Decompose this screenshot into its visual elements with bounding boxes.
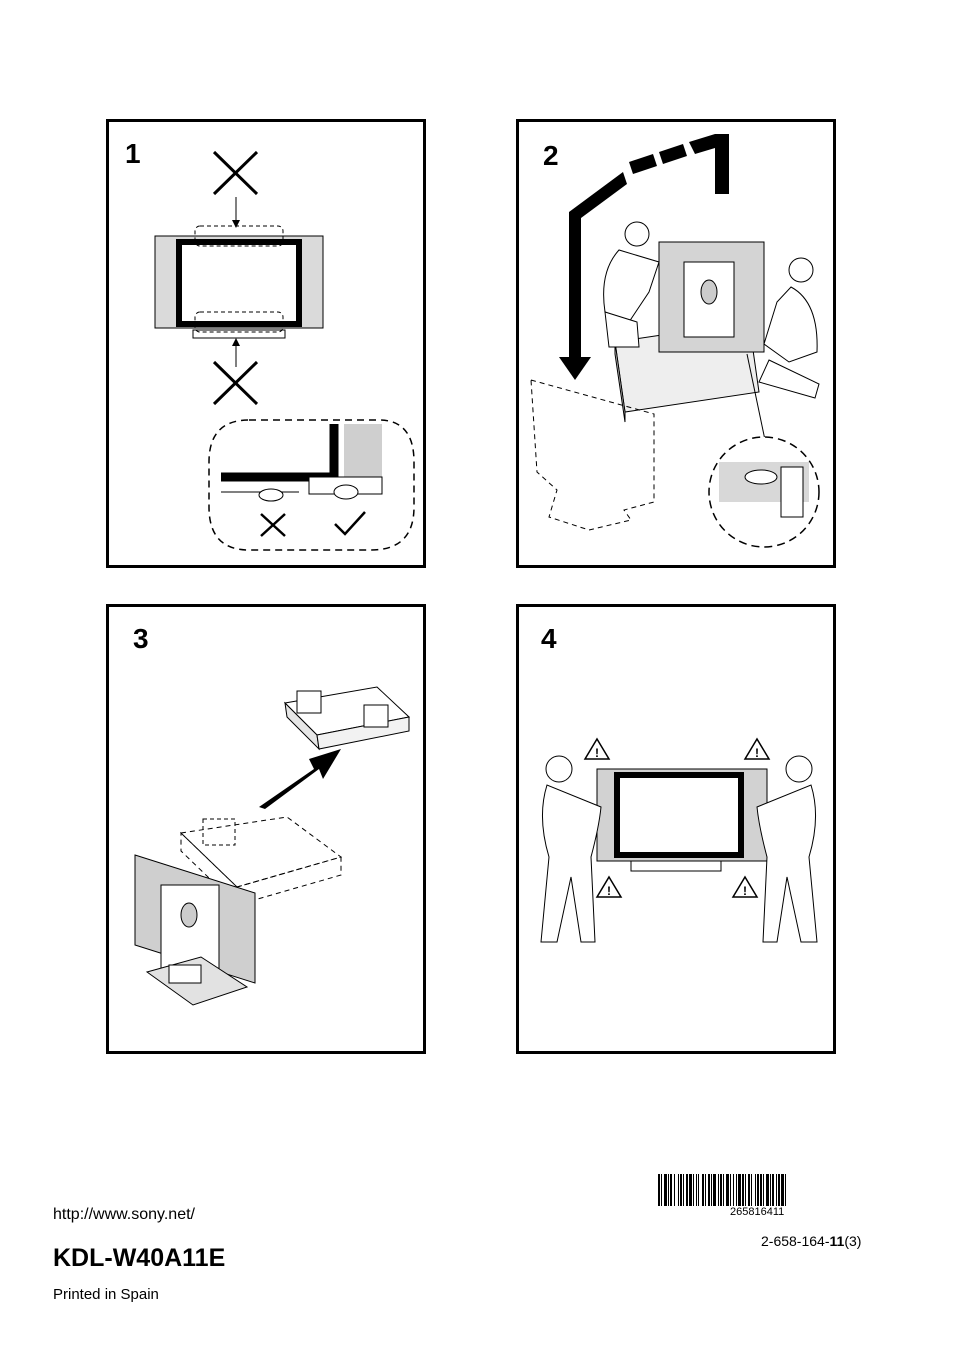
- barcode-bar: [748, 1174, 750, 1206]
- barcode-bar: [763, 1174, 764, 1206]
- barcode-bar: [689, 1174, 692, 1206]
- svg-text:!: !: [595, 746, 599, 760]
- barcode-number: 265816411: [730, 1206, 785, 1218]
- barcode-bar: [698, 1174, 699, 1206]
- barcode-bar: [781, 1174, 784, 1206]
- illustration-place-on-cushion: [134, 686, 411, 1006]
- svg-text:!: !: [607, 884, 611, 898]
- warning-triangle-icon: !: [743, 737, 771, 760]
- warning-triangle-icon: !: [583, 737, 611, 760]
- part-number-suffix: (3): [844, 1233, 862, 1249]
- svg-text:!: !: [743, 884, 747, 898]
- barcode-bar: [670, 1174, 672, 1206]
- x-mark-icon: [212, 150, 259, 196]
- printed-in-label: Printed in Spain: [53, 1286, 159, 1303]
- barcode-bar: [680, 1174, 682, 1206]
- barcode-bar: [770, 1174, 771, 1206]
- barcode-bar: [755, 1174, 756, 1206]
- barcode-bar: [686, 1174, 688, 1206]
- barcode-bar: [678, 1174, 679, 1206]
- barcode-bar: [713, 1174, 716, 1206]
- barcode-bar: [708, 1174, 710, 1206]
- barcode-bar: [751, 1174, 752, 1206]
- barcode-bar: [742, 1174, 744, 1206]
- step-number: 3: [133, 623, 149, 654]
- barcode-bar: [736, 1174, 737, 1206]
- barcode-bar: [766, 1174, 769, 1206]
- panel-step-3: 3: [106, 604, 426, 1054]
- part-number: 2-658-164-11(3): [761, 1233, 861, 1249]
- barcode-bar: [658, 1174, 660, 1206]
- illustration-carry-tv: ! ! ! !: [540, 737, 818, 943]
- barcode-bar: [664, 1174, 667, 1206]
- warning-triangle-icon: !: [595, 875, 623, 898]
- barcode-bar: [720, 1174, 722, 1206]
- website-url: http://www.sony.net/: [53, 1206, 195, 1223]
- barcode-bar: [760, 1174, 762, 1206]
- barcode-bar: [733, 1174, 734, 1206]
- check-mark-icon: [334, 511, 366, 536]
- barcode-bar: [705, 1174, 706, 1206]
- barcode-bar: [776, 1174, 777, 1206]
- barcode-bar: [668, 1174, 669, 1206]
- barcode-bar: [723, 1174, 724, 1206]
- step-number: 4: [541, 623, 557, 654]
- barcode-bar: [772, 1174, 774, 1206]
- barcode-bar: [745, 1174, 746, 1206]
- part-number-prefix: 2-658-164-: [761, 1233, 830, 1249]
- svg-text:!: !: [755, 746, 759, 760]
- illustration-tv-grip: [154, 150, 415, 551]
- barcode-bar: [785, 1174, 786, 1206]
- barcode-bar: [711, 1174, 712, 1206]
- barcode-bar: [702, 1174, 704, 1206]
- warning-triangle-icon: !: [731, 875, 759, 898]
- barcode-bar: [778, 1174, 780, 1206]
- arrow-icon: [559, 134, 729, 380]
- barcode-bar: [674, 1174, 675, 1206]
- part-number-bold: 11: [829, 1233, 845, 1249]
- barcode-bar: [738, 1174, 741, 1206]
- barcode-bar: [683, 1174, 684, 1206]
- x-mark-icon: [260, 513, 286, 537]
- barcode-bar: [718, 1174, 719, 1206]
- barcode-bar: [757, 1174, 759, 1206]
- step-number: 1: [125, 138, 141, 169]
- model-number: KDL-W40A11E: [53, 1244, 226, 1272]
- barcode-bar: [730, 1174, 731, 1206]
- barcode-image: [658, 1174, 786, 1206]
- panel-step-4: ! ! ! ! 4: [516, 604, 836, 1054]
- barcode-bar: [726, 1174, 729, 1206]
- panel-step-2: 2: [516, 119, 836, 568]
- x-mark-icon: [212, 360, 259, 406]
- barcode-bar: [696, 1174, 697, 1206]
- barcode-bar: [693, 1174, 694, 1206]
- panel-step-1: 1: [106, 119, 426, 568]
- illustration-unpack-tv: [530, 134, 820, 548]
- arrow-icon: [259, 749, 341, 809]
- step-number: 2: [543, 140, 559, 171]
- barcode-bar: [661, 1174, 662, 1206]
